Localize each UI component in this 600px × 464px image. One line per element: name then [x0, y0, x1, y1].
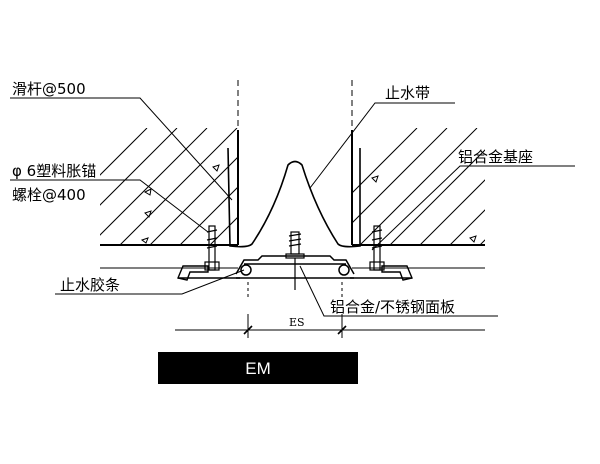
label-waterstop: 止水带 — [385, 84, 430, 102]
dimension-es — [175, 282, 485, 338]
label-anchor-bolt-line2: 螺栓@400 — [12, 186, 86, 204]
badge-box — [158, 352, 358, 384]
label-slide-bar: 滑杆@500 — [12, 80, 86, 98]
leader-waterstop — [309, 102, 455, 189]
leader-slide-bar — [10, 97, 233, 201]
label-anchor-bolt-line1: φ 6塑料胀锚 — [12, 162, 96, 180]
label-cover-plate: 铝合金/不锈钢面板 — [330, 298, 455, 316]
sealing-strip-right — [338, 264, 350, 276]
anchor-bolt-left — [204, 225, 220, 271]
aggregate-mark — [140, 237, 149, 244]
leader-anchor-bolt — [10, 179, 209, 233]
aggregate-mark — [212, 164, 220, 172]
aluminum-base-right — [381, 265, 413, 281]
cover-plate — [235, 255, 355, 279]
aggregate-mark — [143, 188, 152, 196]
aggregate-mark — [144, 210, 152, 218]
label-sealing-strip: 止水胶条 — [60, 276, 120, 294]
aluminum-base-left — [177, 265, 209, 281]
right-wall-section — [351, 128, 485, 246]
leader-sealing-strip — [55, 269, 245, 295]
slide-bar-bolt — [285, 231, 305, 290]
leader-cover-plate — [299, 265, 498, 317]
label-aluminum-base: 铝合金基座 — [458, 148, 533, 166]
aggregate-mark — [371, 175, 379, 183]
leader-lines — [10, 97, 575, 317]
sealing-strip-left — [240, 264, 252, 276]
waterstop-membrane — [227, 147, 361, 248]
label-dimension-es: ES — [289, 316, 305, 329]
leader-aluminum-base — [371, 165, 575, 251]
aggregate-mark — [469, 235, 477, 243]
badge-label: EM — [245, 359, 271, 378]
